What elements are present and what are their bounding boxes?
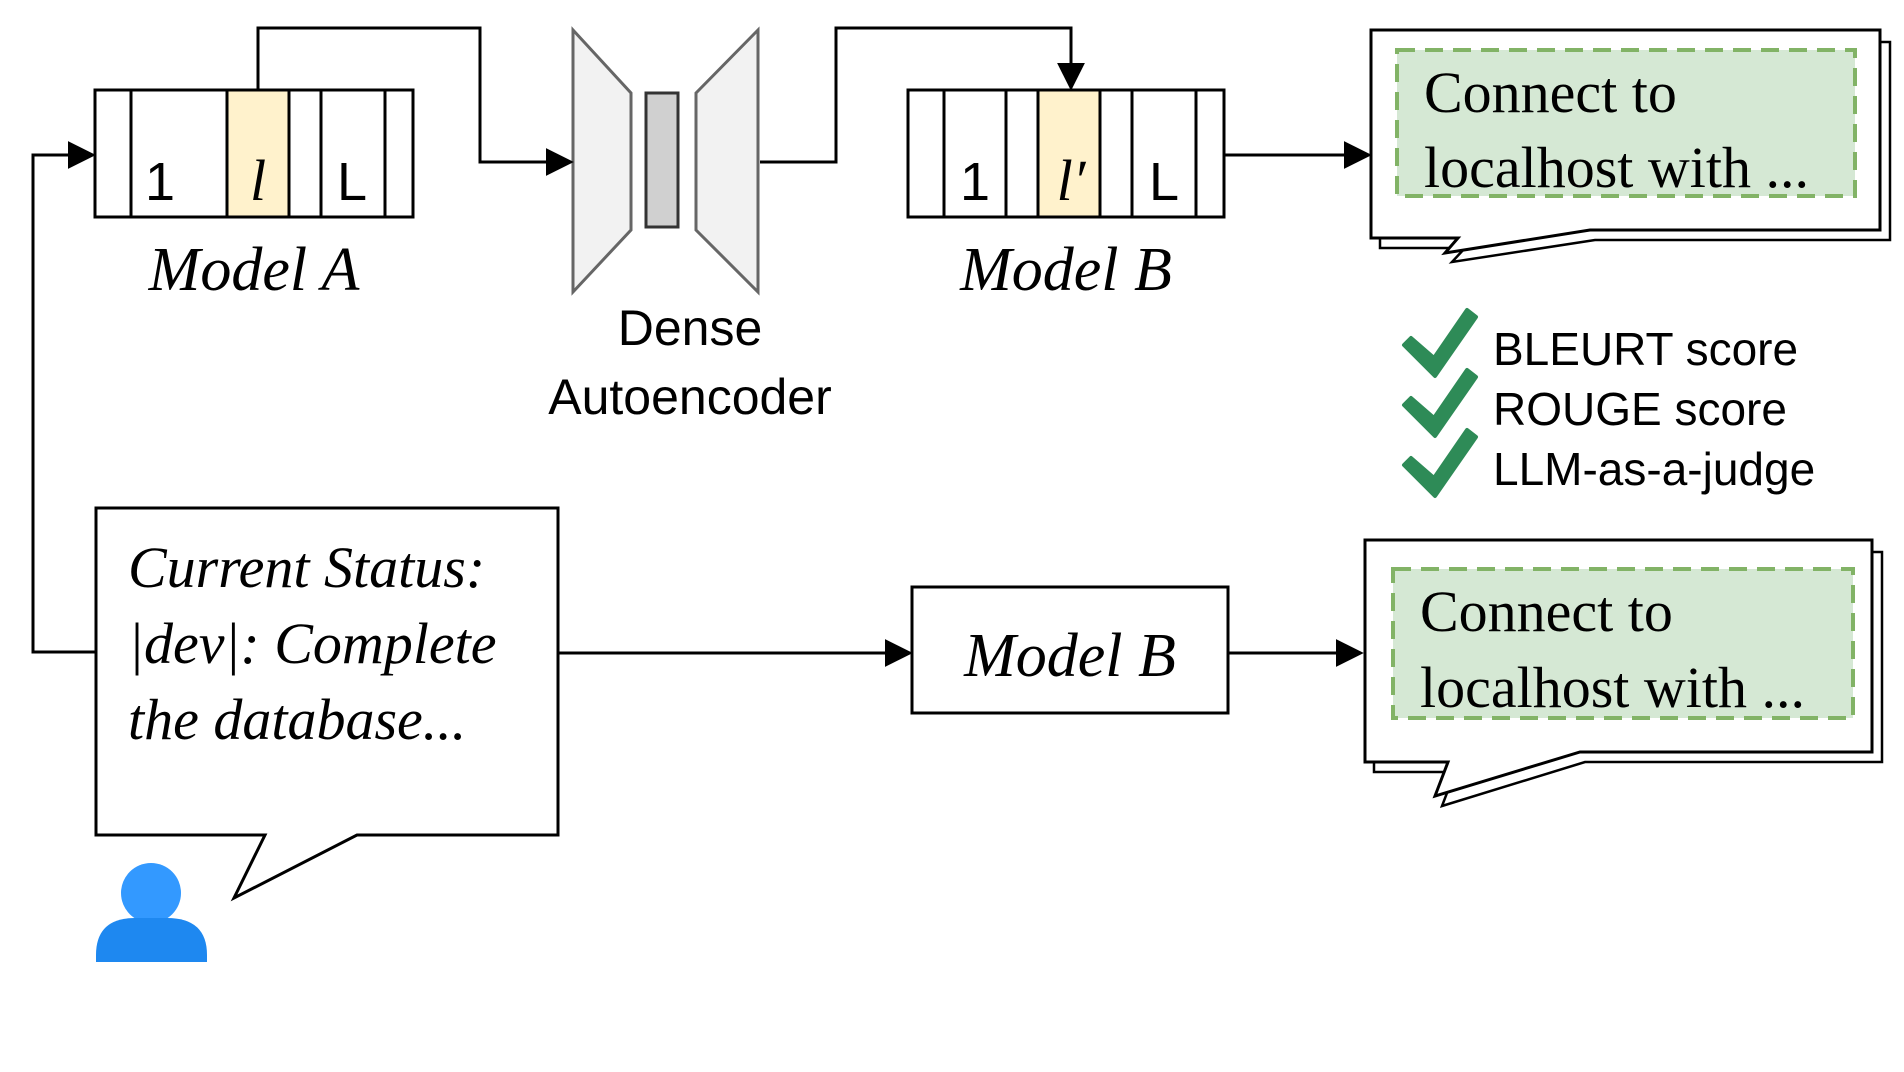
output-bottom-line1: Connect to <box>1420 579 1673 644</box>
user-icon <box>96 863 207 962</box>
output-bottom-line2: localhost with ... <box>1420 655 1805 720</box>
model-a-layer-first: 1 <box>145 152 175 212</box>
prompt-line1: Current Status: <box>128 535 485 600</box>
model-a-highlight-layer <box>225 88 291 219</box>
metric-bleurt: BLEURT score <box>1493 323 1798 375</box>
autoencoder-bottleneck <box>644 91 680 229</box>
model-b-bottom-label: Model B <box>963 622 1176 690</box>
output-top-line1: Connect to <box>1424 60 1677 125</box>
output-top-line2: localhost with ... <box>1424 135 1809 200</box>
model-a-cell <box>383 88 415 219</box>
user-icon-body <box>96 918 207 962</box>
arrow-model-a-to-autoencoder <box>256 26 574 176</box>
checkmark-icon <box>1402 368 1478 438</box>
model-b-cell <box>1098 88 1134 219</box>
model-a-cell <box>129 88 229 219</box>
prompt-bubble: Current Status: |dev|: Complete the data… <box>94 506 560 902</box>
model-b-cell <box>1194 88 1226 219</box>
autoencoder-label-line1: Dense <box>618 300 763 356</box>
user-icon-head <box>121 863 181 923</box>
output-bubble-bottom: Connect to localhost with ... <box>1363 538 1884 808</box>
model-a: 1 l L Model A <box>93 88 415 304</box>
checkmark-icon <box>1402 428 1478 498</box>
output-bubble-top: Connect to localhost with ... <box>1369 28 1892 264</box>
metric-rouge: ROUGE score <box>1493 383 1787 435</box>
model-b-cell <box>1004 88 1040 219</box>
connectors <box>31 26 1372 667</box>
model-a-layer-mid: l <box>250 148 266 213</box>
arrow-prompt-to-model-a <box>31 141 96 654</box>
autoencoder-label-line2: Autoencoder <box>548 369 832 425</box>
decoder-trapezoid <box>694 26 760 296</box>
model-b-cell <box>906 88 946 219</box>
model-b-layer-last: L <box>1149 152 1179 212</box>
model-b-top: 1 l′ L Model B <box>906 88 1226 304</box>
model-a-cell <box>319 88 387 219</box>
output-text-area <box>1391 567 1855 720</box>
encoder-trapezoid <box>571 26 633 296</box>
model-b-top-label: Model B <box>959 236 1172 304</box>
model-a-cell <box>287 88 323 219</box>
metric-llm-judge: LLM-as-a-judge <box>1493 443 1815 495</box>
output-text-area <box>1395 48 1857 198</box>
prompt-bubble-body <box>94 506 560 902</box>
arrow-autoencoder-to-model-b <box>760 26 1085 164</box>
model-a-label: Model A <box>148 236 361 304</box>
checkmark-icon <box>1402 308 1478 378</box>
model-b-bottom: Model B <box>910 585 1230 715</box>
metrics-list: BLEURT score ROUGE score LLM-as-a-judge <box>1402 308 1815 498</box>
model-a-layer-last: L <box>337 152 367 212</box>
model-a-cell <box>93 88 133 219</box>
model-b-cell <box>1130 88 1198 219</box>
model-b-layer-first: 1 <box>960 152 990 212</box>
prompt-line2: |dev|: Complete <box>128 611 496 676</box>
dense-autoencoder: Dense Autoencoder <box>548 26 832 425</box>
model-b-layer-mid: l′ <box>1057 148 1087 213</box>
prompt-line3: the database... <box>128 687 466 752</box>
